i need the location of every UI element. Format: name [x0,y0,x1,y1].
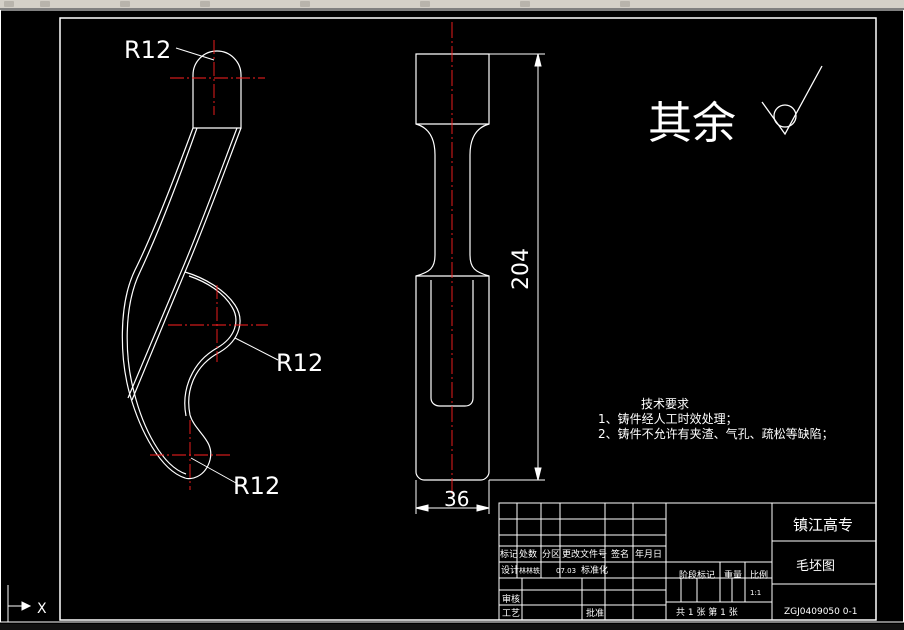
top-lug-outline [192,50,242,129]
front-view [415,53,490,481]
radius-leaders [175,47,279,484]
ucs-icon [7,585,32,622]
toolbar-button[interactable] [620,1,630,7]
toolbar [0,0,904,9]
bar-inner-slot [430,280,474,407]
inner-arm [131,127,242,401]
toolbar-button[interactable] [200,1,210,7]
toolbar-button[interactable] [4,1,14,7]
dim-204 [489,53,545,481]
tb-col-mark: 标记 [500,548,518,560]
tech-title: 技术要求 [641,397,689,411]
tb-col-sign: 签名 [611,548,629,560]
tb-scale-value: 1:1 [750,589,761,597]
tb-drawing-name: 毛坯图 [796,559,835,574]
tb-row-stage: 阶段标记 [679,569,715,581]
dim-width-label: 36 [444,487,469,511]
radius-label-top: R12 [124,36,171,64]
tb-col-count: 处数 [519,548,537,560]
dim-length-label: 204 [509,248,534,290]
tb-row-standard: 标准化 [581,564,608,576]
tb-row-process: 工艺 [502,608,520,619]
tb-col-date: 年月日 [635,548,662,560]
drawing-frame [59,17,877,621]
tb-col-change: 更改文件号 [562,548,607,560]
drawing-canvas[interactable]: R12 R12 R12 204 36 其余 技术要求 1、铸件经人工时效处理； … [0,9,904,624]
hook-notch [184,271,241,480]
hook-view [121,50,242,480]
outer-arm-inner-edge [126,127,198,475]
tb-row-weight: 重量 [724,569,742,581]
tb-row-review: 审核 [502,593,520,605]
radius-label-mid: R12 [276,349,323,377]
status-bar [0,624,904,630]
radius-label-bottom: R12 [233,472,280,500]
toolbar-button[interactable] [120,1,130,7]
tb-drawing-no: ZGJ0409050 0-1 [784,607,857,617]
title-block [498,502,877,621]
inner-arm-edge [127,127,238,399]
tb-row-approve: 批准 [586,607,604,619]
tb-sheets: 共 1 张 第 1 张 [676,606,738,618]
toolbar-button[interactable] [520,1,530,7]
roughness-symbol [761,65,823,136]
tech-line-1: 1、铸件经人工时效处理； [598,411,738,426]
tb-row-design: 设计 [501,564,519,576]
tb-school: 镇江高专 [793,516,853,534]
tb-col-zone: 分区 [542,549,560,560]
toolbar-button[interactable] [420,1,430,7]
tb-row-scale: 比例 [750,569,768,581]
toolbar-button[interactable] [300,1,310,7]
center-lines-hook [150,40,268,490]
outer-arm [121,127,194,479]
tech-line-2: 2、铸件不允许有夹渣、气孔、疏松等缺陷； [598,426,834,441]
hook-notch-edge [184,275,237,417]
bar-outline [415,53,490,481]
ucs-x-label: X [37,601,47,617]
tb-design-name: 林林轶 [519,566,540,575]
tb-design-date: 07.03 [556,567,576,575]
dim-36 [415,480,490,514]
roughness-note: 其余 [648,98,736,149]
toolbar-button[interactable] [40,1,50,7]
